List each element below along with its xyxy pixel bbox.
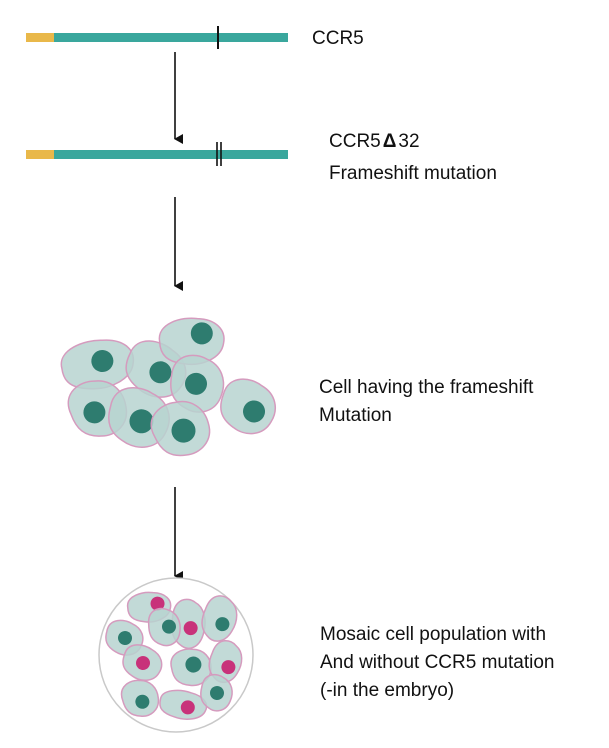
cell-nucleus (91, 350, 114, 373)
cells-label-line2: Mutation (319, 405, 392, 426)
gene-start-segment (26, 33, 54, 42)
embryo-cell-wildtype (200, 673, 233, 712)
cell-nucleus (83, 401, 106, 424)
cell-nucleus (221, 660, 236, 675)
mutated-cell (158, 317, 225, 366)
mutant-gene-prefix: CCR5 (329, 131, 381, 152)
cell-nucleus (150, 596, 165, 611)
mutated-cell-cluster (60, 317, 277, 457)
embryo-cell-mutant (122, 644, 163, 681)
gene-body-segment (54, 33, 288, 42)
cell-nucleus (185, 656, 202, 673)
embryo-cell-mutant (208, 640, 243, 683)
gene-label: CCR5 (312, 28, 364, 49)
cell-nucleus (171, 418, 196, 443)
cell-nucleus (135, 694, 150, 709)
wildtype-gene (26, 26, 288, 49)
cell-nucleus (215, 617, 230, 632)
cell-nucleus (183, 621, 198, 636)
mosaic-label-line2: And without CCR5 mutation (320, 652, 555, 673)
cell-nucleus (243, 400, 266, 423)
cell-nucleus (210, 686, 224, 700)
cells-label-line1: Cell having the frameshift (319, 377, 534, 398)
embryo-cell-wildtype (120, 679, 160, 717)
gene-body-segment (54, 150, 288, 159)
gene-start-segment (26, 150, 54, 159)
embryo-cell-wildtype (147, 607, 181, 647)
mutated-cell (220, 378, 277, 435)
mutated-cell (170, 354, 225, 413)
mosaic-label-line3: (-in the embryo) (320, 680, 455, 701)
mutant-gene (26, 142, 288, 166)
embryo-cell-mutant (159, 689, 208, 720)
cell-nucleus (190, 322, 213, 345)
mosaic-label-line1: Mosaic cell population with (320, 624, 547, 645)
mutant-gene-suffix: 32 (398, 131, 420, 152)
mutated-cell (150, 400, 211, 457)
cell-nucleus (149, 361, 172, 384)
cell-nucleus (129, 409, 154, 434)
cell-nucleus (180, 700, 195, 715)
cell-nucleus (161, 619, 176, 634)
cell-nucleus (136, 656, 150, 670)
delta-symbol: Δ (382, 131, 397, 152)
cell-nucleus (185, 372, 208, 395)
cell-nucleus (118, 631, 132, 645)
mutation-type-label: Frameshift mutation (329, 163, 497, 184)
embryo-cell-wildtype (201, 595, 238, 642)
mosaic-embryo (98, 577, 254, 733)
